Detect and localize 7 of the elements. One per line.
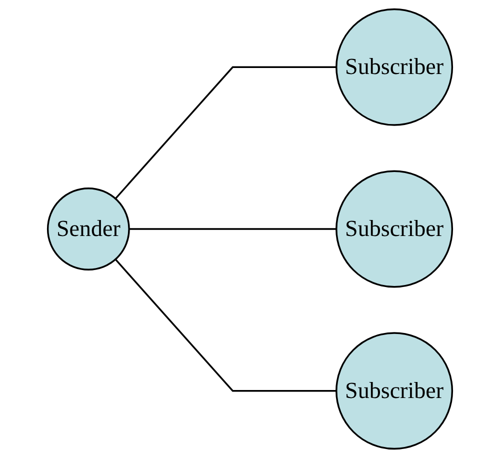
node-circle: Subscriber	[336, 8, 454, 126]
connector	[114, 258, 336, 392]
node-circle: Sender	[46, 188, 130, 270]
connector	[129, 228, 336, 230]
node-circle: Subscriber	[336, 170, 454, 288]
node-circle: Subscriber	[336, 332, 454, 450]
connector	[114, 66, 336, 200]
